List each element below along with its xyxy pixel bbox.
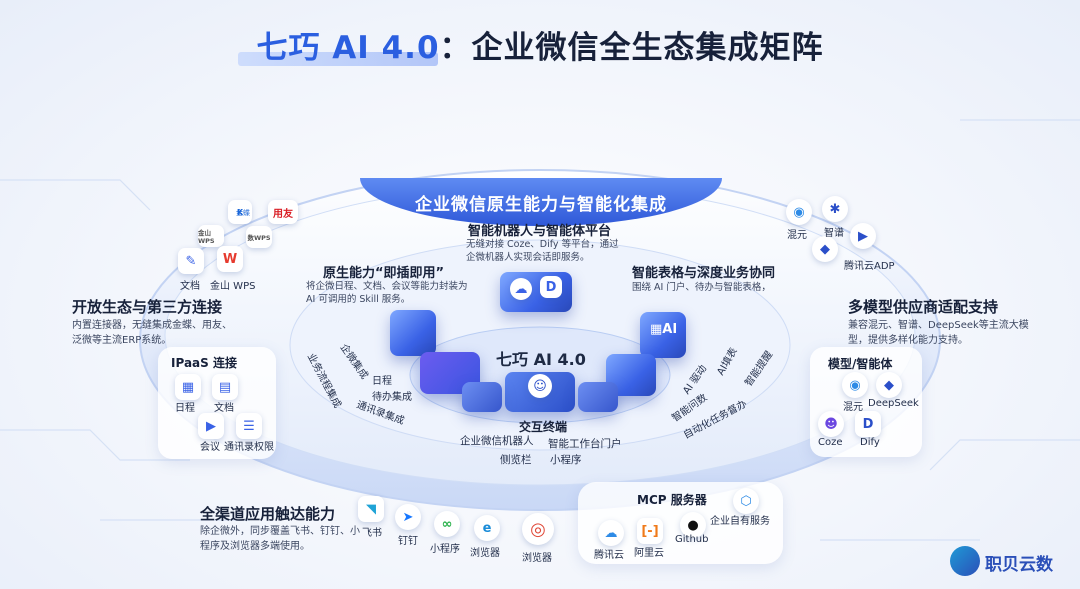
yonyou-icon: 用友 — [268, 200, 298, 224]
native-rot-4: 待办集成 — [372, 392, 412, 403]
dingtalk-icon: ➤ — [395, 504, 421, 530]
contacts-icon: ☰ — [236, 413, 262, 439]
github-icon: ● — [680, 512, 706, 538]
channels-title: 全渠道应用触达能力 — [200, 505, 336, 523]
zhipu-icon: ✱ — [822, 196, 848, 222]
video-icon: ▶ — [198, 413, 224, 439]
channel-2: 钉钉 — [398, 536, 418, 547]
smart-table-desc: 围绕 AI 门户、待办与智能表格， — [632, 282, 771, 293]
robot-icon: ☺ — [528, 374, 552, 398]
brand-name: 职贝云数 — [985, 555, 1053, 575]
mcp-item-3: Github — [675, 534, 709, 545]
channel-5: 浏览器 — [522, 553, 552, 564]
multi-model-title: 多模型供应商适配支持 — [848, 298, 999, 316]
robot-platform-title: 智能机器人与智能体平台 — [468, 224, 612, 239]
coze-icon: ☻ — [818, 411, 844, 437]
channel-3: 小程序 — [430, 544, 460, 555]
mcp-item-1: 腾讯云 — [594, 550, 624, 561]
table-ai-block — [640, 312, 686, 358]
interaction-item-1: 企业微信机器人 — [460, 435, 534, 447]
wps-icon-small: 金山WPS — [198, 225, 224, 247]
interaction-title: 交互终端 — [519, 420, 568, 434]
interaction-item-3: 侧览栏 — [500, 454, 532, 466]
right-side-block — [578, 382, 618, 412]
interaction-item-2: 智能工作台门户 — [548, 438, 622, 450]
top-model-2: 智谱 — [824, 228, 844, 239]
model-item-1: 混元 — [843, 402, 863, 413]
model-item-3: Coze — [818, 437, 843, 448]
service-icon: ⬡ — [733, 488, 759, 514]
native-desc: 将企微日程、文档、会议等能力封装为 AI 可调用的 Skill 服务。 — [306, 281, 468, 305]
center-label: 七巧 AI 4.0 — [496, 350, 586, 369]
open-eco-title: 开放生态与第三方连接 — [72, 298, 223, 316]
layers-block — [390, 310, 436, 356]
brand-logo-icon — [950, 546, 980, 576]
ipaas-item-2: 文档 — [214, 403, 234, 414]
wps-icon: W — [217, 246, 243, 272]
channel-4: 浏览器 — [470, 548, 500, 559]
open-eco-desc: 内置连接器，无缝集成金蝶、用友、 泛微等主流ERP系统。 — [72, 320, 232, 346]
dify-icon: D — [540, 276, 562, 298]
deepseek-top-icon: ◆ — [812, 236, 838, 262]
ipaas-item-1: 日程 — [175, 403, 195, 414]
calendar-icon: ▦ — [175, 374, 201, 400]
title-highlight — [238, 52, 438, 66]
top-model-1: 混元 — [787, 230, 807, 241]
native-title: 原生能力“即插即用” — [323, 266, 445, 281]
ipaas-item-4: 通讯录权限 — [224, 442, 274, 453]
tencent-cloud-icon: ☁ — [598, 520, 624, 546]
ipaas-title: IPaaS 连接 — [171, 356, 237, 370]
deepseek-icon: ◆ — [876, 372, 902, 398]
mcp-item-2: 阿里云 — [634, 548, 664, 559]
model-item-2: DeepSeek — [868, 398, 919, 409]
document-icon: ✎ — [178, 248, 204, 274]
native-rot-3: 日程 — [372, 376, 392, 387]
aliyun-icon: [-] — [637, 518, 663, 544]
dify-sub-icon: D — [855, 411, 881, 437]
wps-label: 金山 WPS — [210, 281, 256, 292]
mcp-title: MCP 服务器 — [637, 493, 707, 507]
ipaas-item-3: 会议 — [200, 442, 220, 453]
page-title: 七巧 AI 4.0：企业微信全生态集成矩阵 — [256, 30, 824, 66]
doc-label: 文档 — [180, 281, 200, 292]
shu-wps-icon: 数WPS — [246, 226, 272, 248]
feishu-icon: ◥ — [358, 496, 384, 522]
smart-table-title: 智能表格与深度业务协同 — [632, 266, 776, 281]
robot-platform-desc: 无缝对接 Coze、Dify 等平台，通过企微机器人实现会话即服务。 — [466, 239, 619, 263]
ipaas-panel — [158, 347, 276, 459]
multi-model-desc: 兼容混元、智谱、DeepSeek等主流大模型，提供多样化能力支持。 — [848, 320, 1029, 346]
kingdee-icon: K — [228, 200, 252, 224]
hunyuan-icon: ◉ — [786, 199, 812, 225]
model-agent-title: 模型/智能体 — [828, 357, 893, 371]
kingdee-label: 金蝶 — [236, 209, 250, 217]
miniprogram-icon: ∞ — [434, 511, 460, 537]
channels-desc: 除企微外，同步覆盖飞书、钉钉、小程序及浏览器多端使用。 — [200, 526, 360, 552]
top-model-3: 腾讯云ADP — [844, 261, 895, 272]
model-agent-panel — [810, 347, 922, 457]
mcp-item-4: 企业自有服务 — [710, 516, 770, 527]
adp-icon: ▶ — [850, 223, 876, 249]
model-item-4: Dify — [860, 437, 880, 448]
table-ai-icon: ▦AI — [650, 322, 678, 337]
interaction-item-4: 小程序 — [550, 454, 582, 466]
hunyuan-sub-icon: ◉ — [842, 372, 868, 398]
left-side-block — [462, 382, 502, 412]
chrome-icon: ◎ — [522, 513, 554, 545]
channel-1: 飞书 — [362, 528, 382, 539]
edge-icon: e — [474, 515, 500, 541]
file-icon: ▤ — [212, 374, 238, 400]
cloud-icon: ☁ — [510, 278, 532, 300]
